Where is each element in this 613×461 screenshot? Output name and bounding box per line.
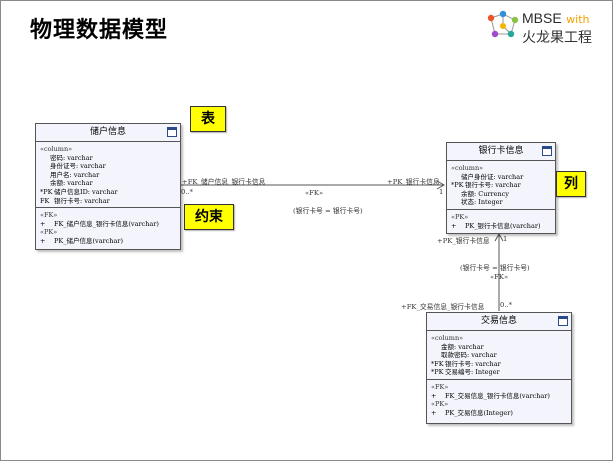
logo-with: with xyxy=(566,13,590,26)
c2-dst-mult: 1 xyxy=(503,235,508,243)
key-marker: *PK xyxy=(40,187,53,196)
constraint-row[interactable]: +PK_交易信息(Integer) xyxy=(431,408,513,417)
columns-section: «column» 金额: varchar 取款密码: varchar *FK银行… xyxy=(427,331,571,379)
c1-src-mult: 0..* xyxy=(181,188,194,196)
callout-constraint: 约束 xyxy=(184,204,234,230)
c2-condition: (银行卡号 = 银行卡号) xyxy=(460,264,530,272)
column-row[interactable]: 密码: varchar xyxy=(50,153,93,162)
mbse-logo-icon xyxy=(487,10,519,38)
column-row[interactable]: 身份证号: varchar xyxy=(50,162,106,171)
constraint-row[interactable]: +PK_银行卡信息(varchar) xyxy=(451,221,541,230)
entity-name: 银行卡信息 xyxy=(478,146,524,156)
column-stereotype: «column» xyxy=(431,334,464,342)
column-stereotype: «column» xyxy=(451,164,484,172)
fk-stereotype: «FK» xyxy=(40,211,58,220)
entity-header: 银行卡信息 xyxy=(447,143,555,161)
column-row[interactable]: 余额: Currency xyxy=(461,189,509,198)
c2-src-mult: 0..* xyxy=(500,301,513,309)
pk-stereotype: «PK» xyxy=(40,228,58,237)
key-marker: *PK xyxy=(451,181,464,190)
column-row[interactable]: 取款密码: varchar xyxy=(441,351,497,360)
logo-mbse: MBSE xyxy=(522,10,562,26)
constraint-row[interactable]: +FK_交易信息_银行卡信息(varchar) xyxy=(431,391,550,400)
c2-dst-role: +PK_银行卡信息 xyxy=(437,237,490,245)
column-row[interactable]: 状态: Integer xyxy=(461,198,503,207)
entity-chuhu-info[interactable]: 储户信息 «column» 密码: varchar 身份证号: varchar … xyxy=(35,123,181,250)
column-row[interactable]: 储户身份证: varchar xyxy=(461,172,524,181)
key-marker: FK xyxy=(40,196,50,205)
key-marker: *FK xyxy=(431,359,444,368)
c2-stereotype: «FK» xyxy=(490,273,509,281)
entity-header: 储户信息 xyxy=(36,124,180,142)
columns-section: «column» 密码: varchar 身份证号: varchar 用户名: … xyxy=(36,142,180,207)
column-row[interactable]: 用户名: varchar xyxy=(50,170,100,179)
logo-brand: 火龙果工程 xyxy=(522,30,592,46)
c2-src-role: +FK_交易信息_银行卡信息 xyxy=(401,303,485,311)
column-row[interactable]: 金额: varchar xyxy=(441,342,484,351)
entity-name: 交易信息 xyxy=(480,316,517,326)
fk-stereotype: «FK» xyxy=(431,382,449,391)
arrow-head-icon xyxy=(436,180,446,190)
constraints-section: «FK» +FK_交易信息_银行卡信息(varchar) «PK» +PK_交易… xyxy=(427,380,571,419)
pk-stereotype: «PK» xyxy=(451,212,469,221)
entity-header: 交易信息 xyxy=(427,313,571,331)
constraints-section: «PK» +PK_银行卡信息(varchar) xyxy=(447,210,555,232)
table-icon xyxy=(167,127,177,137)
entity-trade-info[interactable]: 交易信息 «column» 金额: varchar 取款密码: varchar … xyxy=(426,312,572,424)
constraint-row[interactable]: +PK_储户信息(varchar) xyxy=(40,236,124,245)
key-marker: *PK xyxy=(431,368,444,377)
pk-stereotype: «PK» xyxy=(431,400,449,409)
entity-name: 储户信息 xyxy=(89,127,126,137)
page-title: 物理数据模型 xyxy=(30,18,169,43)
callout-table: 表 xyxy=(190,106,226,132)
c1-condition: (银行卡号 = 银行卡号) xyxy=(293,207,363,215)
arrow-head-icon xyxy=(494,232,504,242)
c1-dst-mult: 1 xyxy=(439,188,444,196)
c1-src-role: +FK_储户信息_银行卡信息 xyxy=(182,178,266,186)
constraint-row[interactable]: +FK_储户信息_银行卡信息(varchar) xyxy=(40,219,159,228)
constraints-section: «FK» +FK_储户信息_银行卡信息(varchar) «PK» +PK_储户… xyxy=(36,208,180,247)
c1-dst-role: +PK_银行卡信息 xyxy=(387,178,440,186)
column-row[interactable]: 余额: varchar xyxy=(50,179,93,188)
column-row[interactable]: *FK银行卡号: varchar xyxy=(431,359,501,368)
table-icon xyxy=(542,146,552,156)
callout-column: 列 xyxy=(556,171,586,197)
table-icon xyxy=(558,316,568,326)
logo-text: MBSE with 火龙果工程 xyxy=(522,9,592,47)
column-stereotype: «column» xyxy=(40,145,73,153)
c1-stereotype: «FK» xyxy=(305,189,324,197)
